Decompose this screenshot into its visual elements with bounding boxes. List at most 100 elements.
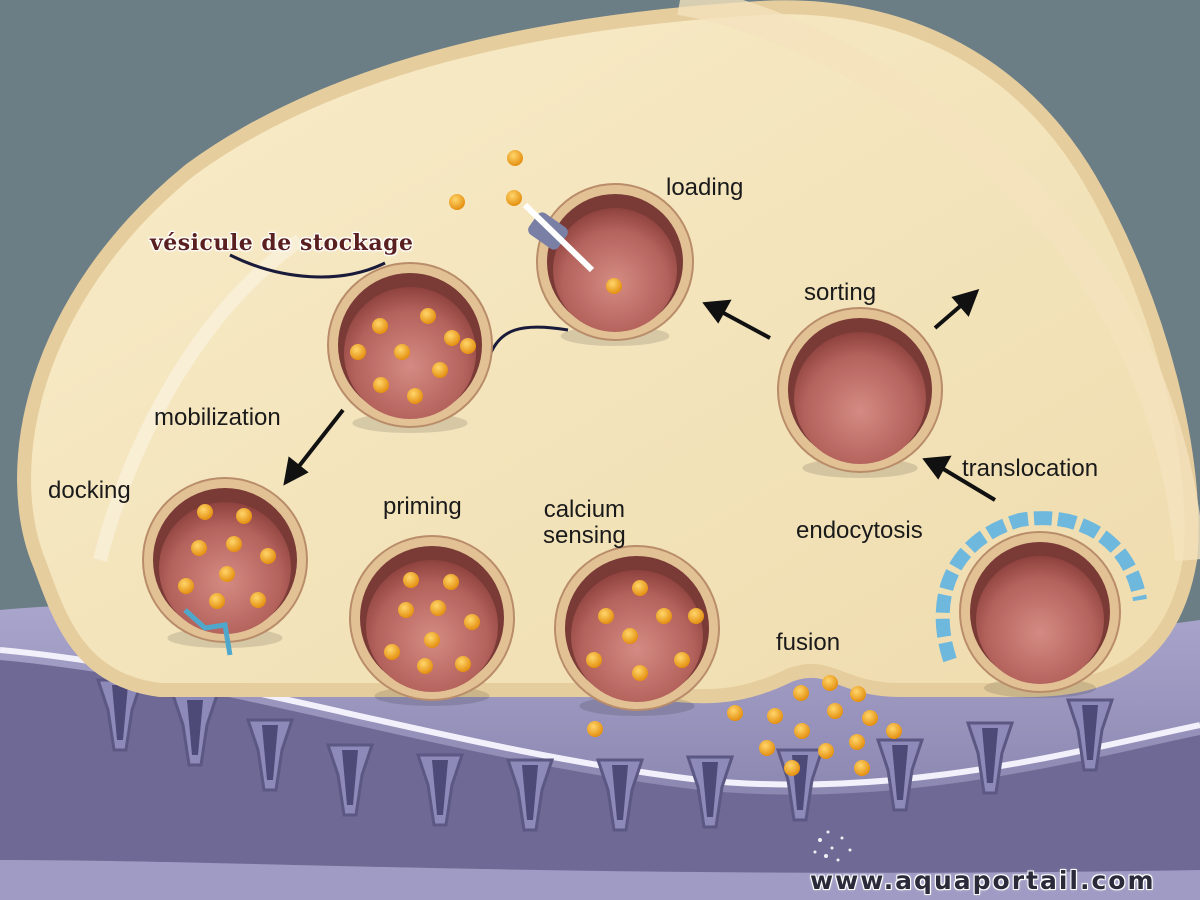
storage-vesicle-label: vésicule de stockage <box>150 230 414 256</box>
neurotransmitter-dot <box>827 703 843 719</box>
storage-pointer-line <box>229 253 386 279</box>
receptor-channel <box>595 758 645 832</box>
receptor-channel <box>875 738 925 812</box>
neurotransmitter-dot <box>394 344 410 360</box>
docking-vesicle <box>142 477 308 648</box>
neurotransmitter-dot <box>443 574 459 590</box>
neurotransmitter-dot <box>688 608 704 624</box>
neurotransmitter-dot <box>850 686 866 702</box>
arrow-endocytosis-to-sorting <box>938 465 997 502</box>
translocation-label: translocation <box>962 455 1099 482</box>
neurotransmitter-dot <box>226 536 242 552</box>
arrowhead-to-loading <box>702 299 732 324</box>
neurotransmitter-dot <box>460 338 476 354</box>
fusion-label: fusion <box>776 629 841 656</box>
neurotransmitter-dot <box>260 548 276 564</box>
calcium-label-line1: calcium <box>543 496 626 523</box>
clathrin-coat <box>935 511 1147 663</box>
neurotransmitter-molecules <box>449 150 902 776</box>
neurotransmitter-dot <box>784 760 800 776</box>
neurotransmitter-dot <box>444 330 460 346</box>
arrow-sorting-to-loading <box>717 308 771 340</box>
neurotransmitter-dot <box>250 592 266 608</box>
arrowhead-to-sorting <box>922 455 952 480</box>
loading-vesicle <box>536 183 694 346</box>
neurotransmitter-dot <box>793 685 809 701</box>
watermark: www.aquaportail.com <box>810 866 1156 895</box>
arrowhead-to-docking <box>283 456 309 486</box>
neurotransmitter-dot <box>424 632 440 648</box>
arrows <box>283 288 997 502</box>
neurotransmitter-dot <box>432 362 448 378</box>
neurotransmitter-dot <box>417 658 433 674</box>
neurotransmitter-dot <box>219 566 235 582</box>
neurotransmitter-dot <box>674 652 690 668</box>
neurotransmitter-dot <box>606 278 622 294</box>
receptor-channel <box>245 718 295 792</box>
docking-label: docking <box>48 477 131 504</box>
priming-vesicle <box>349 535 515 706</box>
neurotransmitter-dot <box>430 600 446 616</box>
release-spray <box>813 830 852 862</box>
neurotransmitter-dot <box>407 388 423 404</box>
receptor-row <box>95 678 1115 832</box>
neurotransmitter-dot <box>455 656 471 672</box>
neurotransmitter-dot <box>586 652 602 668</box>
neurotransmitter-dot <box>403 572 419 588</box>
neurotransmitter-dot <box>236 508 252 524</box>
storage-vesicle <box>327 262 493 433</box>
neurotransmitter-dot <box>818 743 834 759</box>
neurotransmitter-dot <box>373 377 389 393</box>
neurotransmitter-dot <box>759 740 775 756</box>
mobilization-label: mobilization <box>154 404 281 431</box>
neurotransmitter-dot <box>464 614 480 630</box>
neurotransmitter-dot <box>449 194 465 210</box>
neurotransmitter-dot <box>822 675 838 691</box>
receptor-channel <box>685 755 735 829</box>
vesicles <box>142 183 1121 716</box>
neurotransmitter-dot <box>506 190 522 206</box>
neurotransmitter-dot <box>598 608 614 624</box>
arrowhead-sorting-out <box>951 288 980 317</box>
neurotransmitter-dot <box>727 705 743 721</box>
sorting-vesicle <box>777 307 943 478</box>
neurotransmitter-dot <box>209 593 225 609</box>
neurotransmitter-dot <box>178 578 194 594</box>
neurotransmitter-dot <box>384 644 400 660</box>
neurotransmitter-dot <box>372 318 388 334</box>
neurotransmitter-dot <box>398 602 414 618</box>
arrow-mobilization <box>294 408 345 472</box>
neurotransmitter-dot <box>886 723 902 739</box>
neurotransmitter-dot <box>656 608 672 624</box>
storage-pointer-line-2 <box>488 325 569 356</box>
neurotransmitter-dot <box>507 150 523 166</box>
endocytosed-vesicle <box>959 531 1121 698</box>
neurotransmitter-dot <box>622 628 638 644</box>
neurotransmitter-dot <box>767 708 783 724</box>
neurotransmitter-dot <box>854 760 870 776</box>
receptor-channel <box>965 721 1015 795</box>
neurotransmitter-dot <box>587 721 603 737</box>
neurotransmitter-dot <box>420 308 436 324</box>
transporter-protein <box>522 202 595 273</box>
calcium-label-line2: sensing <box>543 522 626 550</box>
neurotransmitter-dot <box>197 504 213 520</box>
calcium-sensing-vesicle <box>554 545 720 716</box>
neurotransmitter-dot <box>794 723 810 739</box>
endocytosis-label: endocytosis <box>796 517 923 544</box>
sorting-label: sorting <box>804 279 877 306</box>
neurotransmitter-dot <box>350 344 366 360</box>
loading-label: loading <box>666 174 744 201</box>
receptor-channel <box>415 753 465 827</box>
receptor-channel <box>1065 698 1115 772</box>
docking-protein <box>183 608 233 656</box>
presynaptic-terminal <box>17 0 1200 704</box>
neurotransmitter-dot <box>849 734 865 750</box>
receptor-channel <box>505 758 555 832</box>
receptor-channel <box>325 743 375 817</box>
calcium-sensing-label: calcium sensing <box>543 496 626 550</box>
priming-label: priming <box>383 493 462 520</box>
neurotransmitter-dot <box>632 665 648 681</box>
